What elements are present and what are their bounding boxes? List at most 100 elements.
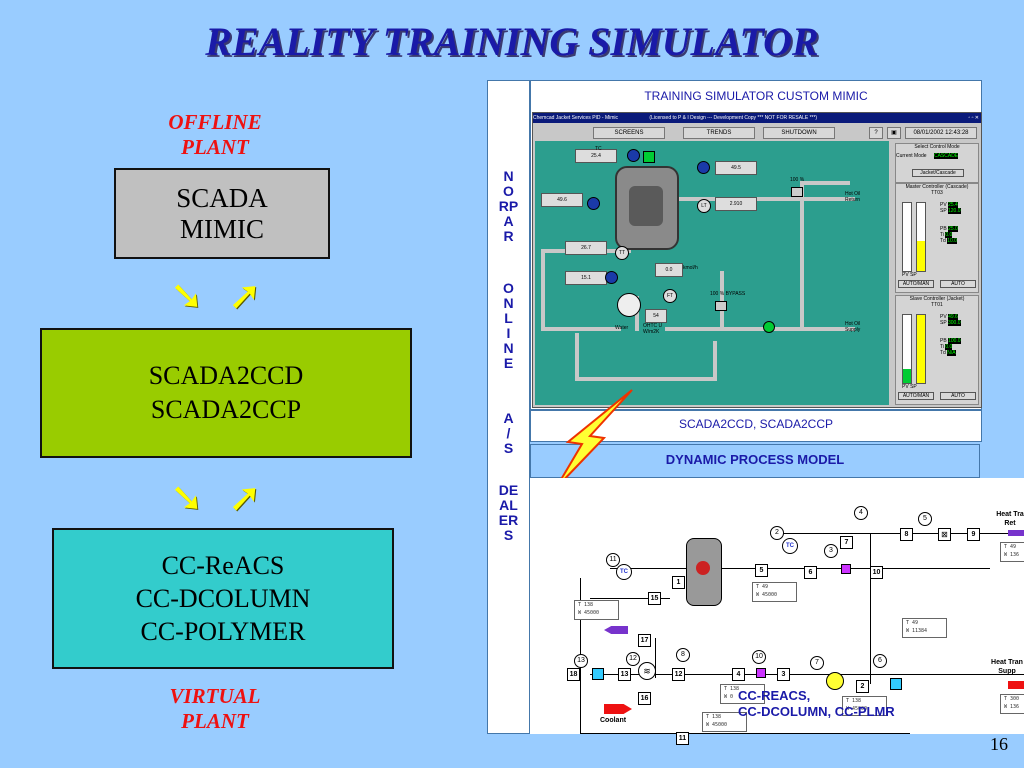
arrow-up-icon: ➚ (228, 273, 262, 319)
water-label: Water (615, 325, 629, 331)
mimic-titlebar: Chemcad Jacket Services PID - Mimic (Lic… (533, 113, 981, 123)
stream-box[interactable]: 5 (755, 564, 768, 577)
stream-arrow-icon (604, 626, 628, 634)
mimic-header: TRAINING SIMULATOR CUSTOM MIMIC (644, 89, 868, 103)
hot-oil-return-label: Hot Oil Return (845, 191, 861, 203)
coolant-label: Coolant (600, 717, 627, 724)
stream-box[interactable]: 15 (648, 592, 661, 605)
scada2cc-header: SCADA2CCD, SCADA2CCP (678, 417, 834, 431)
scada2cc-box: SCADA2CCD SCADA2CCP (40, 328, 412, 458)
supply-arrow-icon (1008, 681, 1024, 689)
readout-temperature: 49.5 (715, 161, 757, 175)
stream-box[interactable]: 11 (676, 732, 689, 745)
stream-box[interactable]: 4 (732, 668, 745, 681)
stream-box[interactable]: 10 (870, 566, 883, 579)
arrow-down-icon: ➘ (170, 475, 204, 521)
node-circle: 10 (752, 650, 766, 664)
print-icon[interactable]: ▣ (887, 127, 901, 139)
datetime-display: 08/01/2002 12:43:28 (905, 127, 977, 139)
agitator-motor-icon[interactable] (643, 151, 655, 163)
splitter-icon (890, 678, 902, 690)
offline-plant-label: OFFLINE PLANT (168, 110, 262, 159)
valve-icon[interactable] (873, 522, 887, 532)
stream-box[interactable]: 1 (672, 576, 685, 589)
stream-box[interactable]: 9 (967, 528, 980, 541)
valve-icon[interactable] (791, 187, 803, 197)
valve-percent-label: 100 % (790, 177, 805, 183)
slide-number: 16 (990, 734, 1008, 754)
screens-button[interactable]: SCREENS (593, 127, 665, 139)
slide-title: REALITY TRAINING SIMULATOR (205, 19, 819, 64)
node-circle: 8 (676, 648, 690, 662)
node-circle: 7 (810, 656, 824, 670)
stream-box[interactable]: 8 (900, 528, 913, 541)
reactor-vessel (615, 166, 679, 250)
readout-temperature: 15.1 (565, 271, 607, 285)
tc-icon[interactable] (627, 149, 640, 162)
shutdown-button[interactable]: SHUTDOWN (763, 127, 835, 139)
process-diagram: 25.4 49.5 49.6 2.910 26.7 15.1 0.0 54 LT… (535, 141, 889, 405)
stream-box[interactable]: 17 (638, 634, 651, 647)
node-circle: 3 (824, 544, 838, 558)
lightning-icon (555, 389, 633, 489)
tc-controller[interactable]: TC (616, 564, 632, 580)
readout-temperature: 26.7 (565, 241, 607, 255)
scada-mimic-box: SCADA MIMIC (114, 168, 330, 259)
slave-auto-man-button[interactable]: AUTO/MAN (898, 392, 934, 400)
stream-box[interactable]: 12 (672, 668, 685, 681)
window-controls-icon[interactable]: ▫ ▫ ✕ (968, 115, 979, 121)
tc-icon[interactable] (697, 161, 710, 174)
node-circle: 2 (770, 526, 784, 540)
cc-models-box: CC-ReACS CC-DCOLUMN CC-POLYMER (52, 528, 394, 669)
sp-bar (916, 314, 926, 384)
master-controller: Master Controller (Cascade) TT03 PV 25.4… (895, 183, 979, 293)
slave-auto-indicator: AUTO (940, 392, 976, 400)
arrow-up-icon: ➚ (228, 475, 262, 521)
tc-controller[interactable]: TC (782, 538, 798, 554)
node-circle: 11 (606, 553, 620, 567)
pump-icon[interactable] (763, 321, 775, 333)
arrow-down-icon: ➘ (170, 273, 204, 319)
bypass-label: 100 % BYPASS (710, 291, 746, 297)
node-circle: 6 (873, 654, 887, 668)
stream-box[interactable]: 6 (804, 566, 817, 579)
jacket-cascade-button[interactable]: Jacket/Cascade (912, 169, 964, 177)
stream-box[interactable]: 13 (618, 668, 631, 681)
return-arrow-icon (1008, 530, 1024, 536)
trends-button[interactable]: TRENDS (683, 127, 755, 139)
pump-icon[interactable] (826, 672, 844, 690)
tc-icon[interactable] (605, 271, 618, 284)
coolant-arrow-icon (604, 704, 632, 714)
stream-box[interactable]: 2 (856, 680, 869, 693)
ohtc-label: OHTC U W/m2K (643, 323, 663, 335)
node-circle: 4 (854, 506, 868, 520)
stream-box[interactable]: 18 (567, 668, 580, 681)
bypass-valve-icon[interactable] (715, 301, 727, 311)
stream-box[interactable]: 16 (638, 692, 651, 705)
tt-tag[interactable]: TT (615, 246, 629, 260)
help-icon[interactable]: ? (869, 127, 883, 139)
mixer-icon (756, 668, 766, 678)
pv-bar (902, 202, 912, 272)
master-auto-man-button[interactable]: AUTO/MAN (898, 280, 934, 288)
dynamic-model-panel: DYNAMIC PROCESS MODEL (530, 444, 980, 478)
readout-level: 2.910 (715, 197, 757, 211)
control-side-panel: Select Control Mode Current Mode CASCADE… (893, 141, 979, 405)
tc-icon[interactable] (587, 197, 600, 210)
stream-box[interactable]: 7 (840, 536, 853, 549)
stream-box[interactable]: 3 (777, 668, 790, 681)
ft-tag[interactable]: FT (663, 289, 677, 303)
select-control-mode: Select Control Mode Current Mode CASCADE… (895, 143, 979, 183)
lt-tag[interactable]: LT (697, 199, 711, 213)
sp-bar (916, 202, 926, 272)
current-mode-value: CASCADE (933, 153, 959, 159)
valve-icon[interactable] (698, 658, 712, 668)
